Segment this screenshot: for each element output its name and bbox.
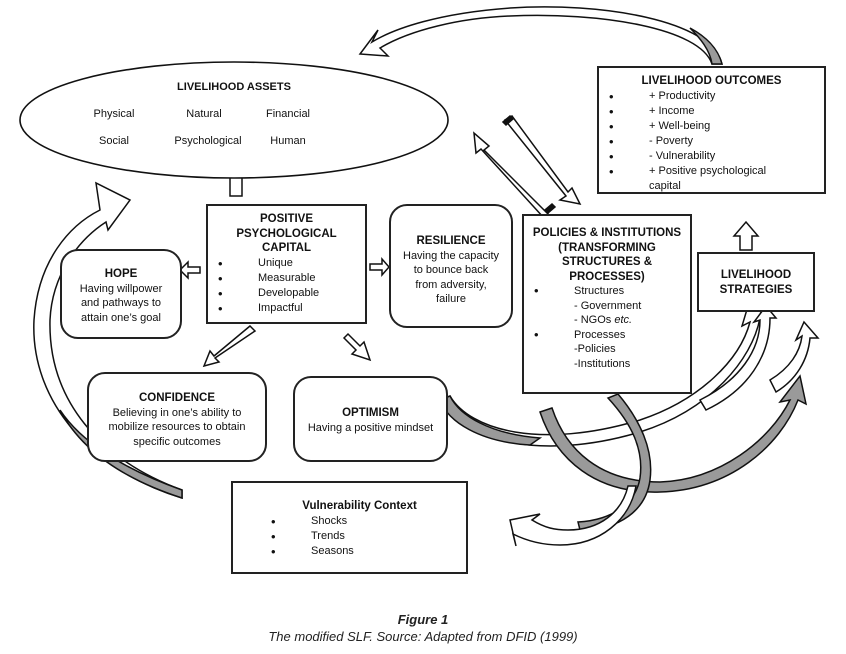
resilience-text-line: from adversity, <box>415 278 487 291</box>
hope-text-line: attain one’s goal <box>81 311 161 324</box>
vulnerability-title: Vulnerability Context <box>302 500 417 512</box>
hope-box: HOPE Having willpower and pathways to at… <box>60 249 182 339</box>
gray-arrow-policies-loop-a <box>539 374 808 493</box>
asset-natural: Natural <box>186 108 222 120</box>
resilience-text-line: failure <box>436 293 466 305</box>
resilience-text-line: to bounce back <box>413 264 489 276</box>
confidence-text-line: Believing in one’s ability to <box>112 406 242 419</box>
hope-text-line: Having willpower <box>79 282 163 295</box>
outcome-item: - Poverty <box>599 134 824 149</box>
pi-title-line: POLICIES & INSTITUTIONS <box>532 227 682 239</box>
livelihood-outcomes-title: LIVELIHOOD OUTCOMES <box>641 75 782 87</box>
loop-arrow-vulnerability-to-assets <box>33 181 183 500</box>
arrow-policies-to-assets <box>473 131 550 220</box>
arrow-ppc-to-optimism <box>342 332 372 362</box>
ppc-item: Measurable <box>208 271 365 286</box>
pi-title-line: STRUCTURES & <box>561 256 653 268</box>
gray-arrow-policies-loop-b <box>577 393 652 531</box>
confidence-text-line: specific outcomes <box>133 435 221 448</box>
livelihood-assets-title: LIVELIHOOD ASSETS <box>177 81 291 93</box>
livelihood-outcomes-box: LIVELIHOOD OUTCOMES + Productivity + Inc… <box>597 66 826 194</box>
vulnerability-item: Seasons <box>261 544 466 559</box>
asset-social: Social <box>99 135 129 147</box>
positive-psychological-capital-box: POSITIVE PSYCHOLOGICAL CAPITAL Unique Me… <box>206 204 367 324</box>
optimism-title: OPTIMISM <box>342 407 399 419</box>
sweep-gray-left <box>439 395 543 446</box>
arrow-back-to-vulnerability <box>509 485 637 547</box>
ppc-title-line: CAPITAL <box>262 242 311 254</box>
pi-sub-item: -Institutions <box>574 357 631 370</box>
optimism-text-line: Having a positive mindset <box>307 421 434 434</box>
outcome-item: - Vulnerability <box>599 149 824 164</box>
asset-financial: Financial <box>265 108 311 120</box>
arrow-into-strategies-b <box>769 320 820 394</box>
pi-group-structures: Structures <box>524 284 690 299</box>
optimism-box: OPTIMISM Having a positive mindset <box>293 376 448 462</box>
figure-label: Figure 1 <box>397 612 449 627</box>
arrow-assets-to-policies <box>503 115 582 206</box>
vulnerability-context-box: Vulnerability Context Shocks Trends Seas… <box>231 481 468 574</box>
ppc-title-line: PSYCHOLOGICAL <box>236 227 337 240</box>
ppc-item: Impactful <box>208 301 365 316</box>
confidence-box: CONFIDENCE Believing in one’s ability to… <box>87 372 267 462</box>
arrow-ppc-to-hope <box>178 260 201 280</box>
resilience-text-line: Having the capacity <box>403 249 499 262</box>
hope-text-line: and pathways to <box>80 297 162 309</box>
ppc-item: Unique <box>208 256 365 271</box>
livelihood-assets-ellipse <box>19 61 449 179</box>
arrow-ppc-to-resilience <box>369 257 390 277</box>
loop-arrow-gray-body <box>59 409 183 500</box>
outcome-item: + Positive psychological capital <box>599 164 824 194</box>
asset-psychological: Psychological <box>174 135 242 147</box>
vulnerability-item: Shocks <box>261 514 466 529</box>
arrow-into-strategies-a <box>698 304 778 411</box>
hope-title: HOPE <box>104 268 138 280</box>
strategies-title-line: STRATEGIES <box>719 283 793 296</box>
pi-title-line: (TRANSFORMING <box>558 241 656 254</box>
resilience-title: RESILIENCE <box>416 235 486 247</box>
feedback-arrow-gray-tail <box>689 27 723 65</box>
pi-title-line: PROCESSES) <box>569 270 645 283</box>
confidence-title: CONFIDENCE <box>138 392 216 404</box>
outcome-item: + Income <box>599 104 824 119</box>
resilience-box: RESILIENCE Having the capacity to bounce… <box>389 204 513 328</box>
pi-sub-item: - Government <box>574 299 642 312</box>
strategies-title-line: LIVELIHOOD <box>720 269 792 281</box>
outcome-item: + Well-being <box>599 119 824 134</box>
pi-sub-item-etc: etc. <box>614 314 633 326</box>
pi-sub-item-ngos: - NGOs <box>574 314 612 326</box>
pi-sub-item: - NGOs etc. <box>524 313 690 328</box>
arrow-ppc-to-confidence <box>202 324 257 368</box>
arrow-strategies-to-outcomes <box>732 220 760 251</box>
policies-institutions-box: POLICIES & INSTITUTIONS (TRANSFORMING ST… <box>522 214 692 394</box>
figure-caption: The modified SLF. Source: Adapted from D… <box>268 629 578 644</box>
confidence-text-line: mobilize resources to obtain <box>108 421 246 433</box>
pi-group-processes: Processes <box>524 328 690 343</box>
pi-sub-item: -Policies <box>574 343 616 355</box>
arrow-assets-to-policies-cap-top <box>501 114 515 127</box>
ppc-title-line: POSITIVE <box>259 213 314 225</box>
feedback-arrow-outcomes-to-assets <box>358 6 723 65</box>
asset-physical: Physical <box>93 108 135 120</box>
arrow-assets-to-policies-cap-bottom <box>543 202 557 215</box>
vulnerability-item: Trends <box>261 529 466 544</box>
livelihood-strategies-box: LIVELIHOOD STRATEGIES <box>697 252 815 312</box>
ppc-item: Developable <box>208 286 365 301</box>
outcome-item: + Productivity <box>599 89 824 104</box>
asset-human: Human <box>270 135 306 147</box>
